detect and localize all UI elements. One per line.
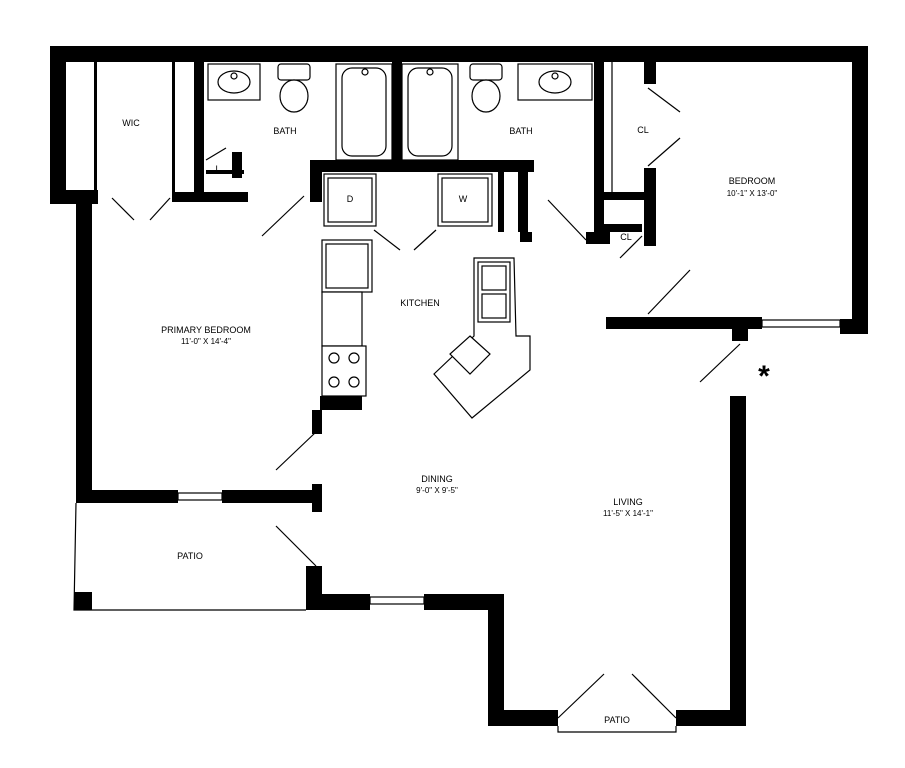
- closet-small-label: CL: [620, 232, 632, 242]
- wic-label: WIC: [122, 118, 140, 128]
- laundry-fixtures: [323, 173, 493, 227]
- kitchen-fixtures: [321, 239, 531, 419]
- primary-bedroom-size: 11'-0" X 14'-4": [181, 337, 231, 346]
- bath-right-label: BATH: [509, 126, 532, 136]
- patio-bottom-label: PATIO: [604, 715, 630, 725]
- patio-outlines: [73, 502, 677, 733]
- entry-marker: *: [758, 360, 770, 393]
- living-size: 11'-5" X 14'-1": [603, 509, 653, 518]
- range: [321, 345, 367, 397]
- room-labels: WIC BATH BATH L D W CL CL KITCHEN PRIMAR…: [122, 118, 777, 725]
- bath-fixtures: [207, 63, 593, 161]
- dryer-label: D: [347, 194, 354, 204]
- bedroom-size: 10'-1" X 13'-0": [727, 189, 778, 198]
- closet-top-label: CL: [637, 125, 649, 135]
- counter-left: [321, 291, 363, 347]
- living-label: LIVING: [613, 497, 643, 507]
- doors: [111, 87, 741, 719]
- linen-label: L: [215, 164, 220, 174]
- dining-label: DINING: [421, 474, 453, 484]
- patio-left-label: PATIO: [177, 551, 203, 561]
- kitchen-label: KITCHEN: [400, 298, 440, 308]
- washer-label: W: [459, 194, 468, 204]
- bedroom-label: BEDROOM: [729, 176, 776, 186]
- bath-left-label: BATH: [273, 126, 296, 136]
- toilet-left: [277, 63, 311, 81]
- walls: [50, 46, 868, 726]
- windows: [177, 62, 841, 605]
- toilet-right: [469, 63, 503, 81]
- dining-size: 9'-0" X 9'-5": [416, 486, 458, 495]
- primary-bedroom-label: PRIMARY BEDROOM: [161, 325, 251, 335]
